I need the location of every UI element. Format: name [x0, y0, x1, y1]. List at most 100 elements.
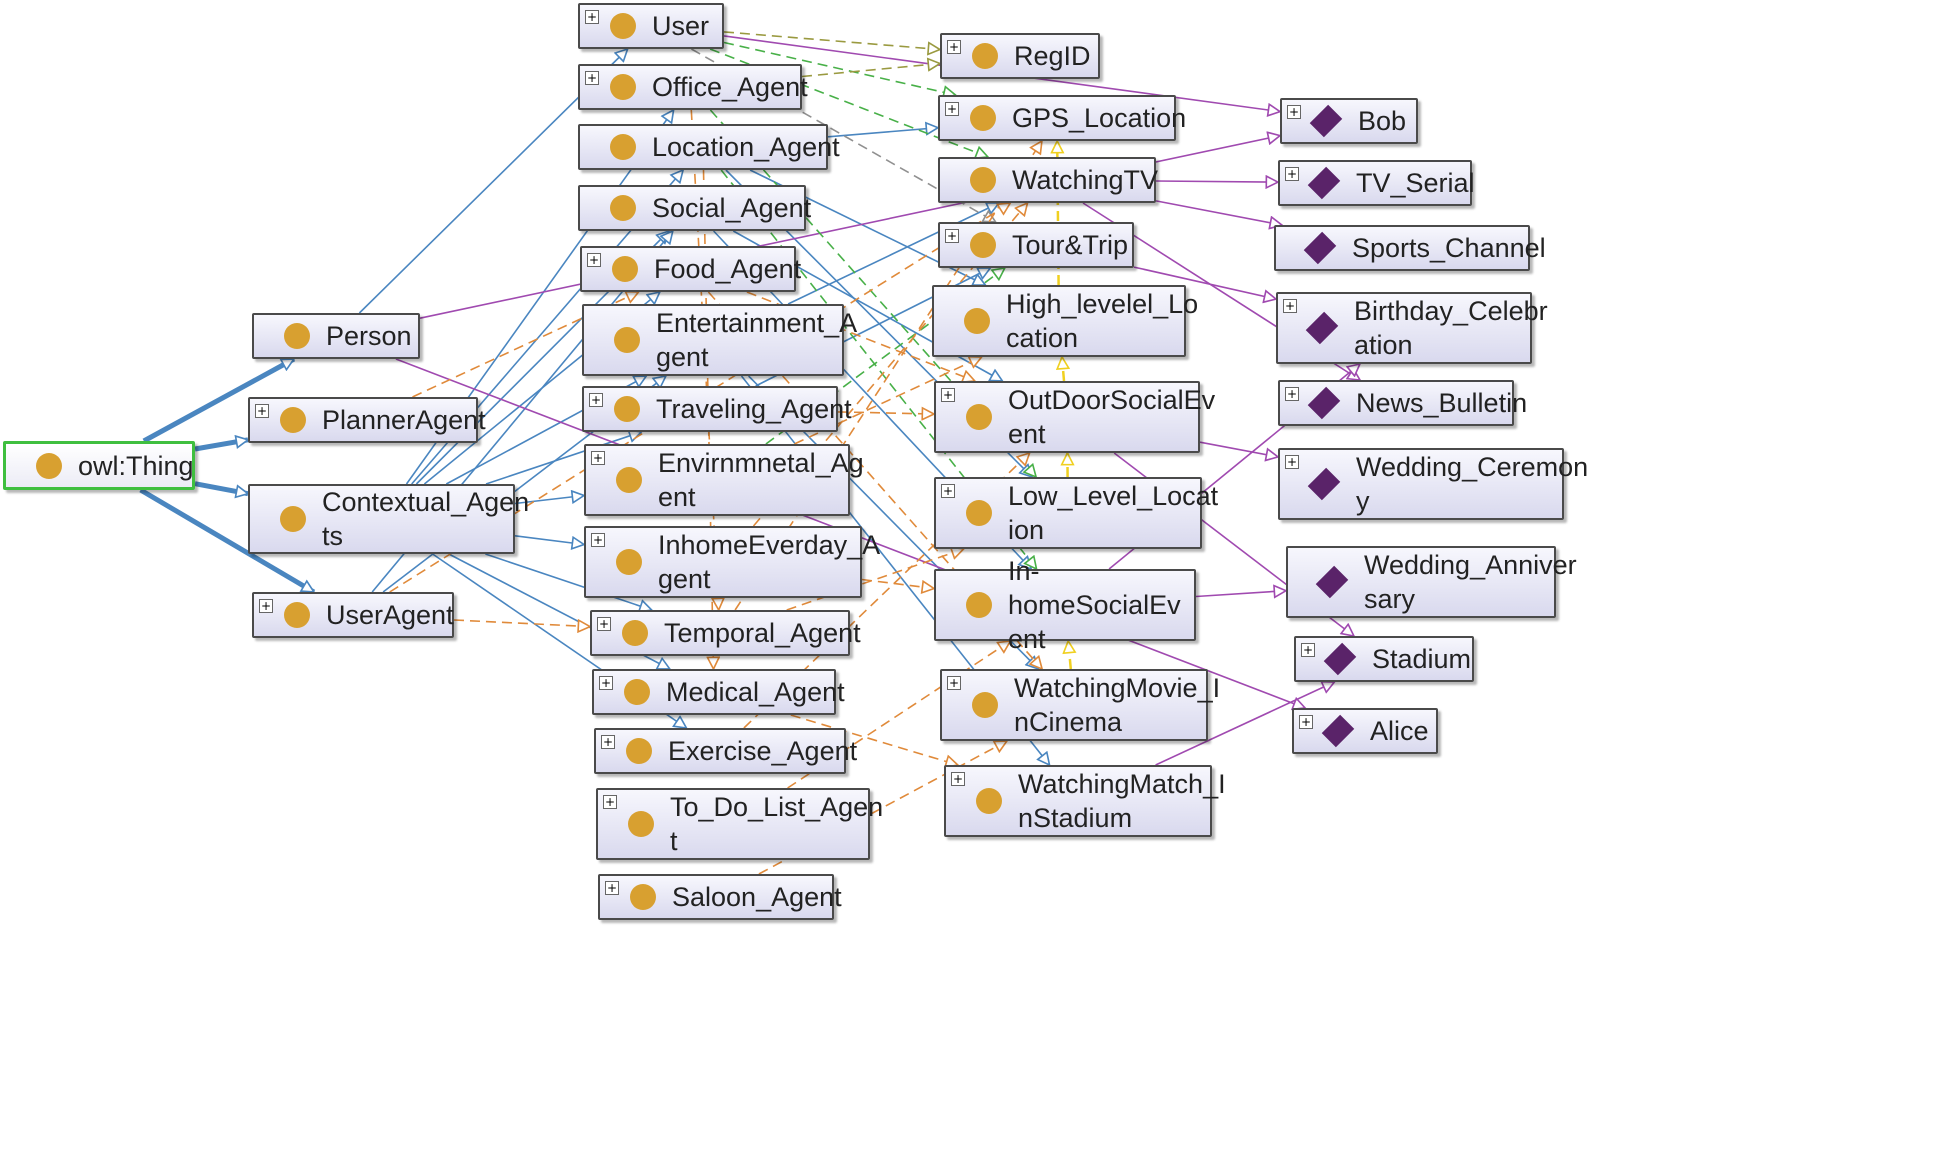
node-todo[interactable]: + To_Do_List_Agen t [596, 788, 883, 860]
expand-plus-icon[interactable]: + [1285, 167, 1299, 181]
node-label: Exercise_Agent [668, 736, 858, 766]
node-saloon[interactable]: +Saloon_Agent [598, 874, 842, 920]
class-circle-icon [972, 43, 998, 69]
node-label: Stadium [1372, 644, 1472, 674]
node-inhome[interactable]: +InhomeEverday_A gent [584, 526, 880, 598]
expand-plus-icon[interactable]: + [255, 404, 269, 418]
node-label: WatchingTV [1012, 165, 1159, 195]
node-label: Temporal_Agent [664, 618, 861, 648]
class-circle-icon [614, 327, 640, 353]
node-location[interactable]: Location_Agent [578, 124, 840, 170]
expand-plus-icon[interactable]: + [1287, 105, 1301, 119]
node-person[interactable]: Person [252, 313, 420, 359]
node-label: Wedding_Anniver sary [1364, 550, 1577, 614]
node-temporal[interactable]: + Temporal_Agent [590, 610, 861, 656]
node-label: GPS_Location [1012, 103, 1187, 133]
expand-plus-icon[interactable]: + [597, 617, 611, 631]
class-circle-icon [610, 13, 636, 39]
edge-user-to-regid [723, 31, 940, 50]
node-gps[interactable]: + GPS_Location [938, 95, 1186, 141]
expand-plus-icon[interactable]: + [947, 676, 961, 690]
node-exercise[interactable]: + Exercise_Agent [594, 728, 857, 774]
expand-plus-icon[interactable]: + [591, 451, 605, 465]
expand-plus-icon[interactable]: + [599, 676, 613, 690]
node-alice[interactable]: +Alice [1292, 708, 1438, 754]
node-wedding[interactable]: +Wedding_Ceremon y [1278, 448, 1588, 520]
node-label: Social_Agent [652, 193, 812, 223]
node-tvserial[interactable]: +TV_Serial [1278, 160, 1475, 206]
node-owlthing[interactable]: owl:Thing [3, 441, 195, 490]
expand-plus-icon[interactable]: + [601, 735, 615, 749]
edge-temporal-to-gps [734, 141, 1042, 611]
individual-diamond-icon [1305, 311, 1339, 345]
node-label: Contextual_Agen ts [322, 487, 530, 551]
class-circle-icon [966, 592, 992, 618]
node-social[interactable]: Social_Agent [578, 185, 811, 231]
node-tour[interactable]: + Tour&Trip [938, 222, 1134, 268]
individual-diamond-icon [1307, 386, 1341, 420]
expand-plus-icon[interactable]: + [947, 40, 961, 54]
expand-plus-icon[interactable]: + [941, 484, 955, 498]
node-bob[interactable]: +Bob [1280, 98, 1418, 144]
expand-plus-icon[interactable]: + [945, 102, 959, 116]
class-circle-icon [970, 105, 996, 131]
expand-plus-icon[interactable]: + [585, 10, 599, 24]
node-label: owl:Thing [78, 450, 194, 481]
expand-plus-icon[interactable]: + [1283, 299, 1297, 313]
expand-plus-icon[interactable]: + [259, 599, 273, 613]
expand-plus-icon[interactable]: + [589, 393, 603, 407]
node-label: Tour&Trip [1012, 230, 1129, 260]
node-label: Birthday_Celebr ation [1354, 296, 1548, 360]
node-planner[interactable]: +PlannerAgent [248, 397, 486, 443]
node-anniversary[interactable]: Wedding_Anniver sary [1286, 546, 1577, 618]
node-envir[interactable]: +Envirnmnetal_Ag ent [584, 444, 864, 516]
node-match[interactable]: +WatchingMatch_I nStadium [944, 765, 1226, 837]
node-outdoor[interactable]: +OutDoorSocialEv ent [934, 381, 1215, 453]
expand-plus-icon[interactable]: + [605, 881, 619, 895]
node-highlevel[interactable]: High_levelel_Lo cation [932, 285, 1198, 357]
node-regid[interactable]: +RegID [940, 33, 1100, 79]
node-useragent[interactable]: +UserAgent [252, 592, 454, 638]
edge-office-to-regid [801, 64, 940, 78]
node-birthday[interactable]: + Birthday_Celebr ation [1276, 292, 1548, 364]
class-circle-icon [280, 506, 306, 532]
class-circle-icon [284, 323, 310, 349]
expand-plus-icon[interactable]: + [603, 795, 617, 809]
expand-plus-icon[interactable]: + [1285, 455, 1299, 469]
node-food[interactable]: +Food_Agent [580, 246, 801, 292]
expand-plus-icon[interactable]: + [591, 533, 605, 547]
node-lowlevel[interactable]: +Low_Level_Locat ion [934, 477, 1218, 549]
node-office[interactable]: +Office_Agent [578, 64, 808, 110]
node-medical[interactable]: +Medical_Agent [592, 669, 845, 715]
edge-planner-to-food [412, 292, 639, 398]
node-stadium[interactable]: + Stadium [1294, 636, 1474, 682]
expand-plus-icon[interactable]: + [941, 388, 955, 402]
expand-plus-icon[interactable]: + [951, 772, 965, 786]
edge-watchingtv-to-sports [1155, 200, 1282, 225]
expand-plus-icon[interactable]: + [1301, 643, 1315, 657]
expand-plus-icon[interactable]: + [1285, 387, 1299, 401]
expand-plus-icon[interactable]: + [1299, 715, 1313, 729]
node-watchingtv[interactable]: WatchingTV [938, 157, 1159, 203]
node-entertainment[interactable]: Entertainment_A gent [582, 304, 857, 376]
expand-plus-icon[interactable]: + [585, 71, 599, 85]
node-news[interactable]: +News_Bulletin [1278, 380, 1527, 426]
node-sports[interactable]: Sports_Channel [1274, 225, 1546, 271]
expand-plus-icon[interactable]: + [587, 253, 601, 267]
node-user[interactable]: + User [578, 3, 724, 49]
node-label: User [652, 11, 710, 41]
class-circle-icon [612, 256, 638, 282]
node-label: To_Do_List_Agen t [670, 792, 884, 856]
node-traveling[interactable]: +Traveling_Agent [582, 386, 852, 432]
class-circle-icon [970, 232, 996, 258]
expand-plus-icon[interactable]: + [945, 229, 959, 243]
node-inhomesocial[interactable]: In-homeSocialEv ent [934, 556, 1196, 654]
node-movie[interactable]: +WatchingMovie_I nCinema [940, 669, 1220, 741]
node-label: Entertainment_A gent [656, 308, 858, 372]
class-circle-icon [610, 134, 636, 160]
class-circle-icon [622, 620, 648, 646]
class-circle-icon [610, 195, 636, 221]
node-contextual[interactable]: Contextual_Agen ts [248, 484, 529, 554]
individual-diamond-icon [1321, 714, 1355, 748]
